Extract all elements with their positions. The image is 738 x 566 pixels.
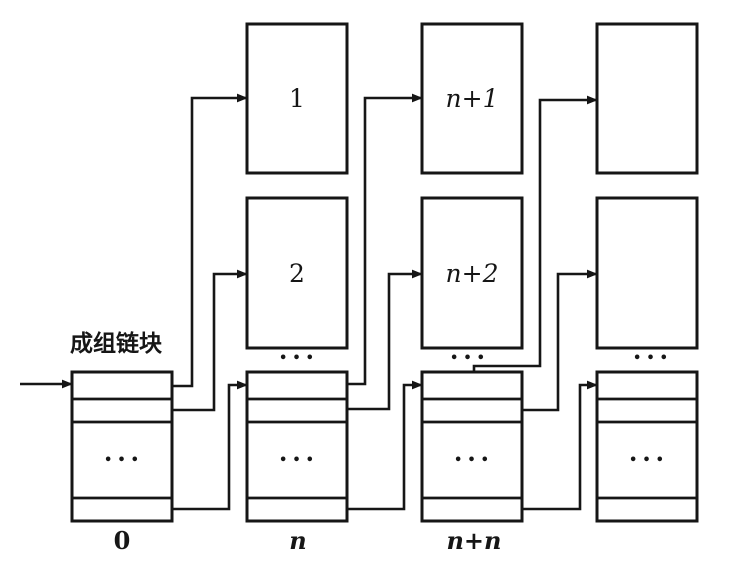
arrow-stack-n-last-to-stack-nn — [347, 380, 423, 511]
arrow-stack-nn-last-to-stack-last — [522, 380, 598, 511]
free-block-top-2 — [420, 22, 524, 175]
arrow-stack-nn-row1-to-block-top3 — [472, 95, 598, 373]
free-block-mid-3 — [595, 196, 699, 350]
stack-n-label: n — [289, 526, 306, 555]
link-block-stack-last — [595, 370, 699, 523]
arrow-stack-n-row2-to-block-n2 — [347, 269, 423, 411]
free-block-top-3 — [595, 22, 699, 175]
link-block-stack-0 — [70, 370, 174, 523]
arrow-stack-nn-row2-to-block-mid3 — [522, 269, 598, 412]
arrow-stack0-last-to-stack-n — [172, 380, 248, 511]
arrow-stack0-row2-to-block2 — [172, 269, 248, 412]
stack-nn-ellipsis: ••• — [454, 453, 494, 468]
free-block-mid-2-label: n+2 — [446, 259, 499, 288]
column-1-ellipsis: ••• — [279, 351, 319, 366]
stack-nn-label: n+n — [446, 526, 501, 555]
arrow-stack-n-row1-to-block-n1 — [347, 93, 423, 386]
free-block-mid-1-label: 2 — [289, 259, 305, 288]
free-block-top-2-label: n+1 — [446, 84, 499, 113]
arrow-stack0-row1-to-block1 — [172, 93, 248, 388]
link-block-stack-n — [245, 370, 349, 523]
stack-last-ellipsis: ••• — [629, 453, 669, 468]
stack-0-ellipsis: ••• — [104, 453, 144, 468]
diagram-title: 成组链块 — [70, 330, 162, 357]
free-block-mid-1 — [245, 196, 349, 350]
stack-n-ellipsis: ••• — [279, 453, 319, 468]
free-block-mid-2 — [420, 196, 524, 350]
column-3-ellipsis: ••• — [633, 351, 673, 366]
column-2-ellipsis: ••• — [450, 351, 490, 366]
free-block-top-1-label: 1 — [289, 84, 305, 113]
stack-0-label: 0 — [114, 526, 131, 555]
link-block-stack-n-plus-n — [420, 370, 524, 523]
